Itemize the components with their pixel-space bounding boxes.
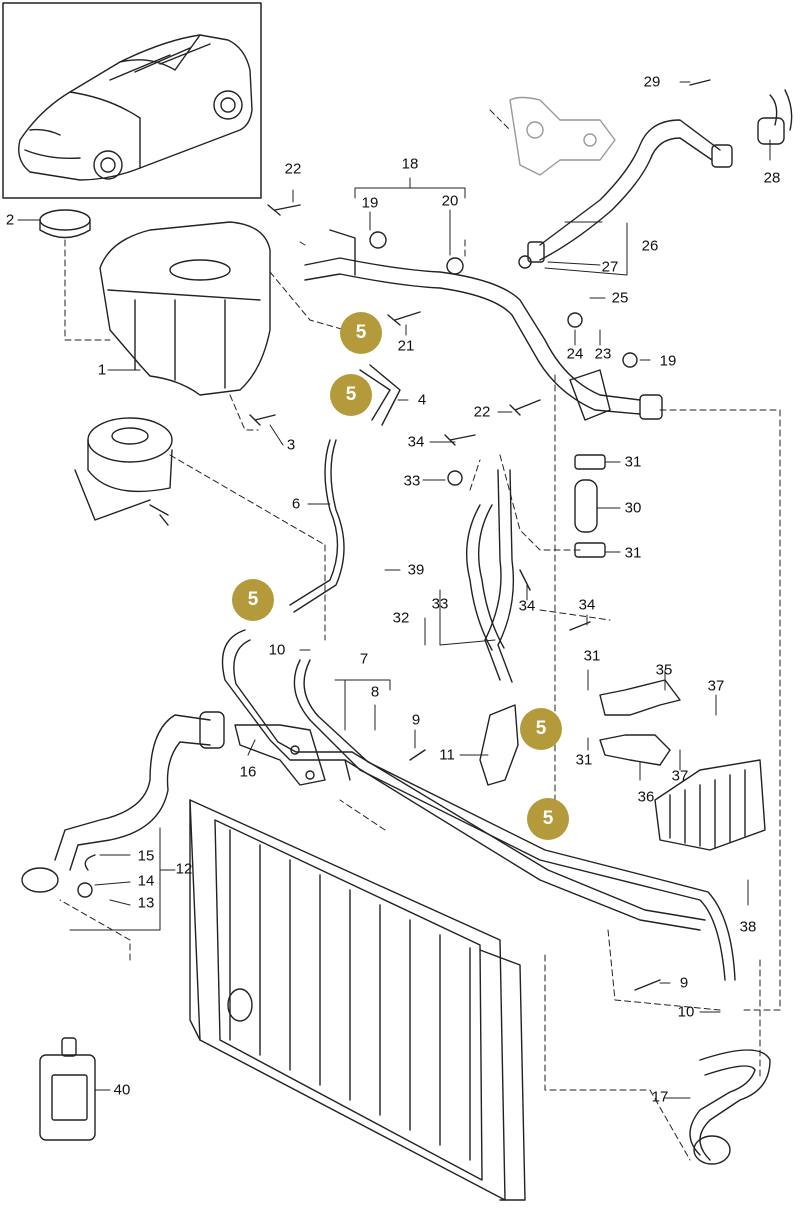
callout-37b: 37	[671, 767, 689, 785]
callout-25: 25	[611, 289, 629, 307]
callout-10a: 10	[268, 641, 286, 659]
callout-19a: 19	[361, 194, 379, 212]
badge-5-e: 5	[527, 798, 569, 840]
hose-12	[21, 711, 225, 893]
callout-9b: 9	[679, 974, 689, 992]
callout-19b: 19	[659, 352, 677, 370]
badge-5-a: 5	[340, 312, 382, 354]
callout-33b: 33	[431, 595, 449, 613]
lines-7	[293, 659, 736, 981]
vehicle-inset	[2, 2, 262, 199]
callout-6: 6	[291, 495, 301, 513]
callout-11: 11	[439, 746, 455, 764]
callout-16: 16	[239, 763, 257, 781]
rings	[77, 231, 638, 898]
hose-28	[757, 89, 793, 145]
callout-13: 13	[137, 894, 155, 912]
callout-31a: 31	[624, 453, 642, 471]
callout-leaders	[17, 81, 771, 1099]
reservoir-cap	[39, 209, 91, 239]
callout-34a: 34	[407, 433, 425, 451]
callout-18: 18	[401, 155, 419, 173]
hose-17	[689, 1049, 771, 1165]
pressure-tank	[74, 417, 173, 526]
callout-30: 30	[624, 499, 642, 517]
badge-5-b: 5	[330, 374, 372, 416]
callout-28: 28	[763, 169, 781, 187]
callout-4: 4	[417, 391, 427, 409]
callout-35: 35	[655, 661, 673, 679]
callout-31b: 31	[624, 544, 642, 562]
callout-3: 3	[286, 436, 296, 454]
bracket-16	[234, 724, 326, 786]
hose-4	[359, 364, 401, 426]
leader-lines	[59, 109, 781, 1161]
callout-22a: 22	[284, 160, 302, 178]
callout-20: 20	[441, 192, 459, 210]
callout-39: 39	[407, 561, 425, 579]
badge-5-d: 5	[520, 708, 562, 750]
callout-10b: 10	[677, 1003, 695, 1021]
callout-8: 8	[370, 683, 380, 701]
pipe-32	[465, 469, 515, 683]
oil-cooler	[654, 759, 766, 851]
hoses-35-36	[599, 679, 681, 766]
callout-23: 23	[594, 345, 612, 363]
expansion-tank	[99, 221, 271, 396]
callout-1: 1	[97, 361, 107, 379]
badge-5-c: 5	[232, 579, 274, 621]
callout-34b: 34	[518, 597, 536, 615]
callout-2: 2	[5, 211, 15, 229]
radiator	[189, 799, 526, 1201]
coolant-bottle	[39, 1037, 96, 1141]
callout-14: 14	[137, 872, 155, 890]
coolant-pipe-18	[304, 229, 663, 421]
callout-12: 12	[175, 860, 193, 878]
callout-33a: 33	[403, 472, 421, 490]
callout-38: 38	[739, 918, 757, 936]
callout-26: 26	[641, 237, 659, 255]
hose-lower-left	[221, 629, 353, 781]
callout-34c: 34	[578, 596, 596, 614]
callout-37a: 37	[707, 677, 725, 695]
callout-31d: 31	[575, 751, 593, 769]
callout-17: 17	[651, 1088, 669, 1106]
callout-9a: 9	[411, 711, 421, 729]
callout-21: 21	[397, 337, 415, 355]
hose-30	[574, 454, 606, 558]
callout-22b: 22	[473, 403, 491, 421]
callout-40: 40	[113, 1081, 131, 1099]
thermostat-housing	[509, 96, 616, 176]
part-11	[479, 704, 519, 786]
callout-31c: 31	[583, 647, 601, 665]
callout-7: 7	[359, 650, 369, 668]
hose-26	[527, 119, 733, 263]
callout-32: 32	[392, 609, 410, 627]
callout-15: 15	[137, 847, 155, 865]
hose-6	[289, 439, 345, 613]
callout-24: 24	[566, 345, 584, 363]
callout-36: 36	[637, 788, 655, 806]
callout-29: 29	[643, 73, 661, 91]
callout-27: 27	[601, 258, 619, 276]
